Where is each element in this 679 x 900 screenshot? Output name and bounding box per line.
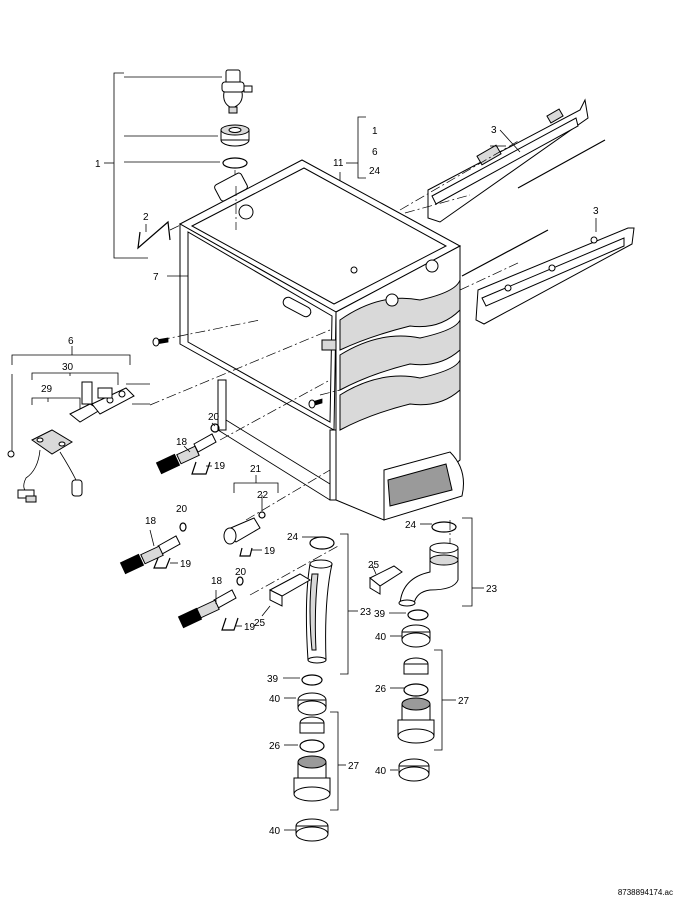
- callout-2: 2: [143, 212, 149, 223]
- callout-24-left: 24: [287, 532, 299, 543]
- clip-part: [137, 204, 223, 250]
- callout-11-item-1: 1: [372, 126, 378, 137]
- callout-30: 30: [62, 362, 74, 373]
- callout-20-lower: 20: [235, 567, 247, 578]
- callout-24-right: 24: [405, 520, 417, 531]
- pipe-assembly-right: [369, 521, 459, 782]
- callout-25-right: 25: [368, 560, 380, 571]
- callout-26-left: 26: [269, 741, 281, 752]
- callout-18-middle: 18: [145, 516, 157, 527]
- callout-19-middle-left: 19: [180, 559, 192, 570]
- callout-3-upper: 3: [491, 125, 497, 136]
- callout-7: 7: [153, 272, 159, 283]
- callout-22: 22: [257, 490, 269, 501]
- callout-18-upper: 18: [176, 437, 188, 448]
- callout-20-upper: 20: [208, 412, 220, 423]
- callout-19-middle: 19: [264, 546, 276, 557]
- pipe-assembly-left: [268, 536, 335, 842]
- bracket-group-11: [339, 116, 366, 185]
- callout-11-item-3: 24: [369, 166, 381, 177]
- mounting-rail-lower: [461, 218, 635, 325]
- callout-19-upper: 19: [214, 461, 226, 472]
- mounting-rail-upper: [399, 98, 606, 223]
- screw-parts: [152, 337, 323, 409]
- callout-19-lower: 19: [244, 622, 256, 633]
- callout-6: 6: [68, 336, 74, 347]
- callout-20-middle: 20: [176, 504, 188, 515]
- callout-25-left: 25: [254, 618, 266, 629]
- callout-27-right: 27: [458, 696, 470, 707]
- heat-exchanger-housing: [178, 159, 464, 521]
- sensor-middle: [119, 522, 187, 575]
- bracket-group-30: [31, 372, 119, 385]
- callout-23-right: 23: [486, 584, 498, 595]
- ignition-electrode-part: [7, 374, 150, 503]
- callout-11-item-2: 6: [372, 147, 378, 158]
- callout-39-left: 39: [267, 674, 279, 685]
- callout-3-lower: 3: [593, 206, 599, 217]
- callout-21: 21: [250, 464, 262, 475]
- callout-26-right: 26: [375, 684, 387, 695]
- callout-29: 29: [41, 384, 53, 395]
- callout-1: 1: [95, 159, 101, 170]
- callout-39-right: 39: [374, 609, 386, 620]
- sensor-lower: [177, 576, 244, 631]
- assembly-axis-lines: [149, 186, 521, 596]
- callout-40-left-bottom: 40: [269, 826, 281, 837]
- bracket-group-1: [104, 72, 222, 259]
- callout-18-lower: 18: [211, 576, 223, 587]
- sensor-upper: [155, 423, 220, 475]
- o-ring-part: [222, 157, 248, 169]
- callout-40-right-bottom: 40: [375, 766, 387, 777]
- callout-40-left: 40: [269, 694, 281, 705]
- callout-11: 11: [333, 158, 344, 169]
- drawing-code: 8738894174.ac: [617, 888, 673, 897]
- air-vent-part: [221, 69, 253, 114]
- valve-seat-part: [220, 124, 250, 147]
- callout-27-left: 27: [348, 761, 360, 772]
- bracket-group-29: [31, 397, 81, 412]
- callout-23-left: 23: [360, 607, 372, 618]
- bracket-group-6: [11, 346, 131, 365]
- callout-40-right: 40: [375, 632, 387, 643]
- temperature-sensor-group-21: [223, 475, 279, 557]
